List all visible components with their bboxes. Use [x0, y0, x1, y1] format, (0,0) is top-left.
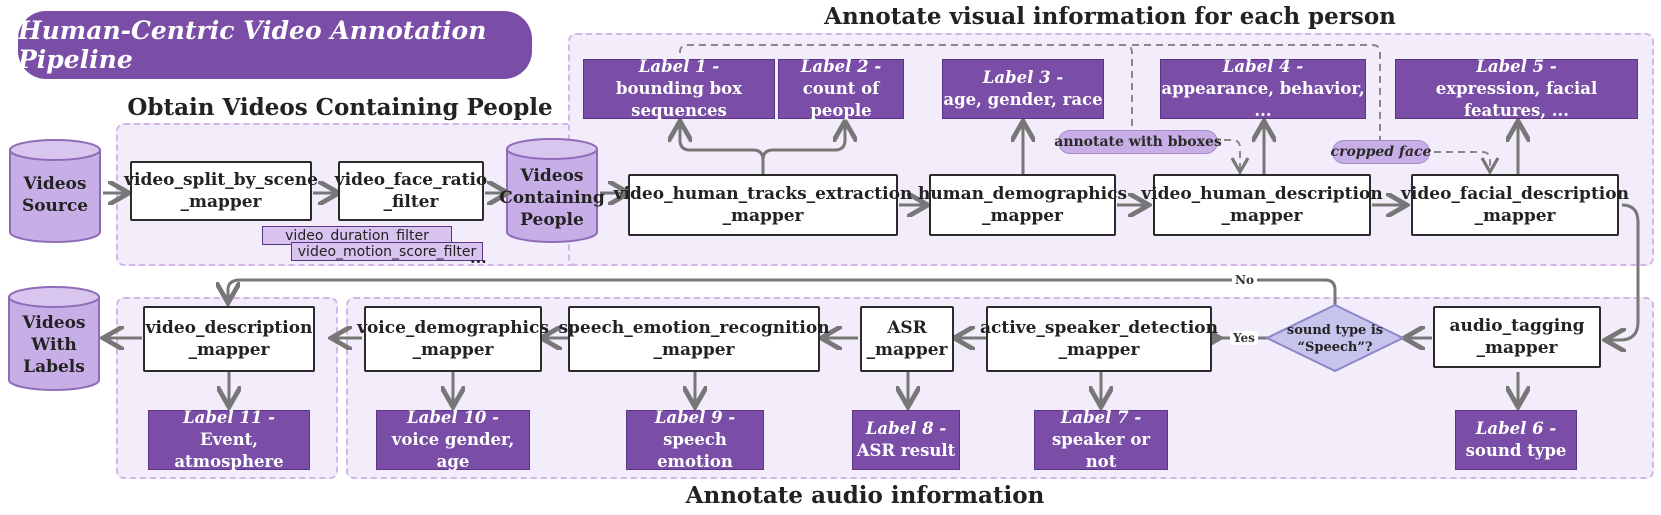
op-audio-tagging[interactable]: audio_tagging _mapper	[1433, 306, 1601, 368]
yes-label: Yes	[1230, 331, 1258, 345]
filter-video-motion-score[interactable]: video_motion_score_filter	[291, 242, 483, 261]
pipeline-title: Human-Centric Video Annotation Pipeline	[18, 11, 532, 79]
label-5: Label 5 -expression, facial features, ..…	[1395, 57, 1638, 120]
label-7: Label 7 -speaker or not	[1034, 408, 1168, 471]
label-9: Label 9 -speech emotion	[626, 408, 764, 471]
decision-diamond	[1264, 303, 1406, 373]
more-filters-ellipsis: ...	[470, 248, 487, 267]
op-video-human-tracks-extraction[interactable]: video_human_tracks_extraction _mapper	[614, 174, 912, 236]
label-6: Label 6 -sound type	[1455, 410, 1577, 470]
note-cropped-face: cropped face	[1331, 140, 1431, 164]
label-8: Label 8 -ASR result	[852, 410, 960, 470]
decision-text: sound type is “Speech”?	[1286, 323, 1384, 355]
op-asr[interactable]: ASR _mapper	[860, 306, 954, 372]
heading-obtain: Obtain Videos Containing People	[127, 94, 553, 121]
videos-containing-people-label: Videos Containing People	[499, 166, 605, 230]
op-speech-emotion-recognition[interactable]: speech_emotion_recognition _mapper	[558, 306, 830, 372]
no-label: No	[1232, 273, 1257, 287]
label-4: Label 4 -appearance, behavior, ...	[1160, 57, 1366, 120]
label-2: Label 2 -count of people	[778, 57, 904, 120]
op-video-human-description[interactable]: video_human_description _mapper	[1141, 174, 1383, 236]
cylinder-videos-containing-people	[506, 138, 598, 243]
label-3: Label 3 -age, gender, race	[942, 59, 1104, 119]
op-voice-demographics[interactable]: voice_demographics _mapper	[357, 306, 549, 372]
label-1: Label 1 -bounding box sequences	[583, 57, 775, 120]
op-human-demographics[interactable]: human_demographics _mapper	[918, 174, 1127, 236]
label-10: Label 10 -voice gender, age	[376, 408, 530, 471]
op-video-facial-description[interactable]: video_facial_description _mapper	[1401, 174, 1629, 236]
videos-source-label: Videos Source	[21, 174, 89, 216]
op-video-description[interactable]: video_description _mapper	[143, 306, 315, 372]
op-video-face-ratio-filter[interactable]: video_face_ratio _filter	[335, 161, 487, 221]
cylinder-videos-source	[9, 139, 101, 243]
videos-with-labels-label: Videos With Labels	[22, 313, 86, 377]
cylinder-videos-with-labels	[8, 286, 100, 391]
label-11: Label 11 -Event, atmosphere	[148, 408, 310, 471]
heading-audio: Annotate audio information	[685, 482, 1045, 509]
op-active-speaker-detection[interactable]: active_speaker_detection _mapper	[980, 306, 1218, 372]
op-video-split-by-scene[interactable]: video_split_by_scene _mapper	[124, 161, 318, 221]
note-annotate-with-bboxes: annotate with bboxes	[1054, 130, 1222, 154]
heading-visual: Annotate visual information for each per…	[824, 3, 1396, 30]
